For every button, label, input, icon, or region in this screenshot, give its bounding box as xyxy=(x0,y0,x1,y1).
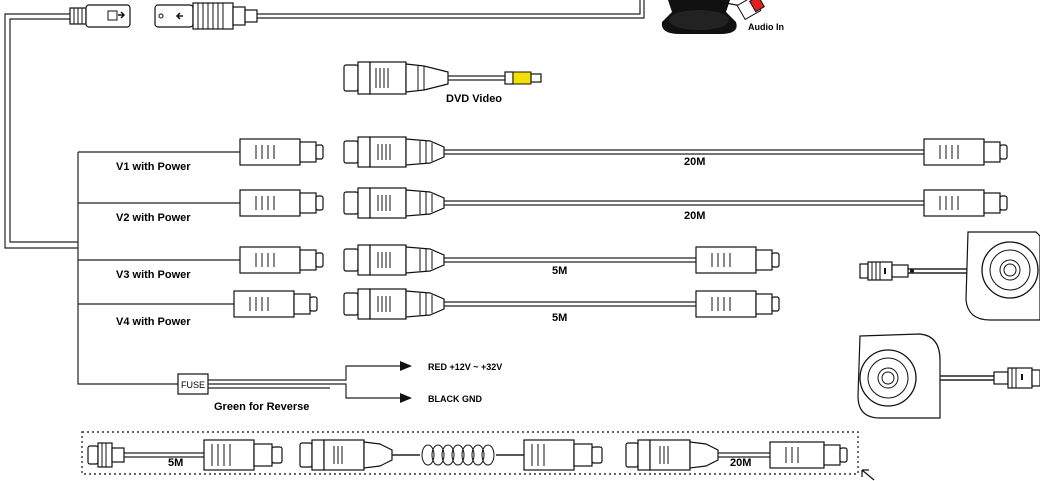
red-arrow-icon xyxy=(400,361,412,371)
v2-row: V2 with Power 20M xyxy=(116,187,1008,224)
extension-20m-label: 20M xyxy=(730,457,751,469)
v2-label: V2 with Power xyxy=(116,212,191,224)
v1-camera-end-connector xyxy=(923,138,1008,166)
v2-female-connector xyxy=(239,189,324,217)
fuse-block: FUSE xyxy=(177,373,209,395)
extension-5m-label: 5M xyxy=(168,457,183,469)
v3-row: V3 with Power 5M xyxy=(116,244,780,281)
v2-cable-length: 20M xyxy=(684,210,705,222)
v4-row: V4 with Power 5M xyxy=(116,288,780,328)
v3-camera-end-connector xyxy=(695,246,780,274)
v4-female-connector xyxy=(233,290,318,318)
v2-camera-end-connector xyxy=(923,189,1008,217)
extension-cable-box: 5M 20M xyxy=(81,431,875,481)
black-gnd-label: BLACK GND xyxy=(428,394,482,404)
black-arrow-icon xyxy=(400,393,412,403)
dvd-video-cable: DVD Video xyxy=(343,61,542,105)
main-bus-line xyxy=(77,152,178,385)
v1-cable-length: 20M xyxy=(684,156,705,168)
v4-camera-end-connector xyxy=(695,290,780,318)
v2-male-connector xyxy=(343,187,445,219)
v4-label: V4 with Power xyxy=(116,316,191,328)
monitor-connector-male xyxy=(154,2,258,30)
v3-cable-length: 5M xyxy=(552,265,567,277)
v1-male-connector xyxy=(343,136,445,168)
pointer-arrow-icon xyxy=(861,469,875,481)
dvd-video-label: DVD Video xyxy=(446,93,502,105)
monitor-stand xyxy=(661,0,737,34)
v4-male-connector xyxy=(343,288,445,320)
v3-male-connector xyxy=(343,244,445,276)
v3-label: V3 with Power xyxy=(116,269,191,281)
v4-cable-length: 5M xyxy=(552,312,567,324)
audio-in-plug xyxy=(719,0,766,21)
camera-2 xyxy=(857,333,1040,419)
black-wire xyxy=(208,383,400,399)
red-power-label: RED +12V ~ +32V xyxy=(428,362,502,372)
top-harness: Audio In xyxy=(4,0,784,249)
monitor-connector-female xyxy=(69,4,131,28)
camera-1 xyxy=(859,231,1040,321)
coiled-cable-icon xyxy=(421,444,495,466)
v1-row: V1 with Power 20M xyxy=(116,136,1008,173)
green-reverse-label: Green for Reverse xyxy=(214,401,309,413)
fuse-label: FUSE xyxy=(181,380,205,390)
v1-label: V1 with Power xyxy=(116,161,191,173)
v1-female-connector xyxy=(239,138,324,166)
red-wire xyxy=(208,365,400,381)
v3-female-connector xyxy=(239,246,324,274)
audio-in-label: Audio In xyxy=(748,22,784,32)
